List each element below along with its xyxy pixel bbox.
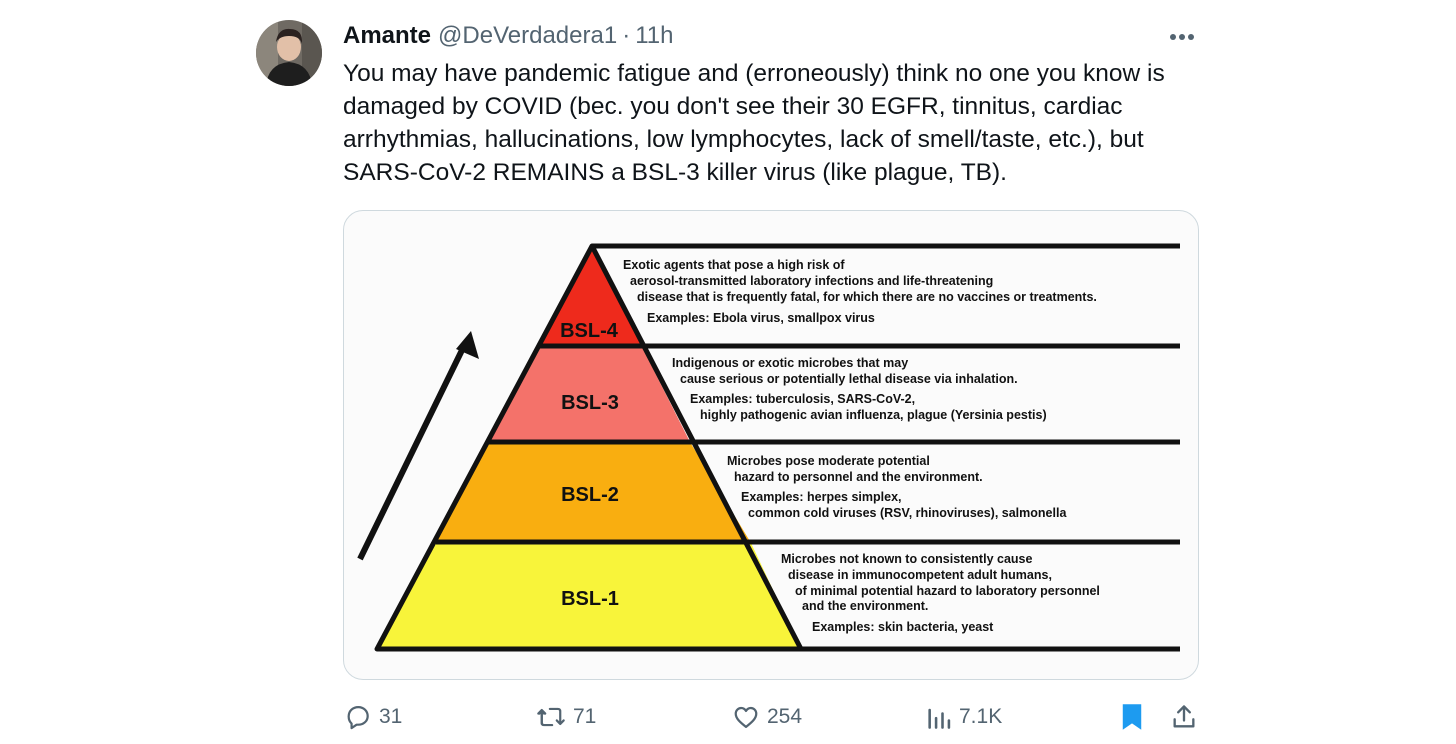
bsl-3-desc-line: cause serious or potentially lethal dise… — [680, 372, 1018, 386]
avatar-image — [256, 20, 322, 86]
bsl-3-examples: Examples: tuberculosis, SARS-CoV-2, — [690, 392, 915, 406]
bookmark-button[interactable] — [1120, 698, 1144, 736]
repost-count: 71 — [573, 705, 597, 728]
views-count: 7.1K — [959, 705, 1003, 728]
reply-button[interactable]: 31 — [344, 698, 402, 736]
tweet-time[interactable]: 11h — [635, 22, 674, 49]
bsl-2-desc-line: hazard to personnel and the environment. — [734, 470, 983, 484]
like-count: 254 — [767, 705, 803, 728]
views-icon — [928, 708, 951, 729]
author-name[interactable]: Amante — [343, 22, 432, 49]
tweet-media[interactable]: BSL-4 BSL-3 BSL-2 BSL-1 Exotic agents th… — [343, 210, 1199, 680]
bsl-1-examples: Examples: skin bacteria, yeast — [812, 620, 994, 634]
like-icon — [734, 706, 758, 729]
bsl-2-band — [436, 442, 751, 543]
bsl-3-label: BSL-3 — [561, 392, 619, 414]
bsl-3-examples: highly pathogenic avian influenza, plagu… — [700, 408, 1047, 422]
bsl-2-desc-line: Microbes pose moderate potential — [727, 454, 930, 468]
tweet-text-line: SARS-CoV-2 REMAINS a BSL-3 killer virus … — [343, 159, 1007, 186]
bsl-2-examples: common cold viruses (RSV, rhinoviruses),… — [748, 506, 1067, 520]
like-button[interactable]: 254 — [732, 698, 802, 736]
bsl-2-label: BSL-2 — [561, 484, 619, 506]
tweet-text-line: arrhythmias, hallucinations, low lymphoc… — [343, 126, 1144, 153]
bsl-4-band — [537, 246, 642, 347]
bsl-1-desc-line: disease in immunocompetent adult humans, — [788, 568, 1052, 582]
share-button[interactable] — [1170, 698, 1198, 736]
avatar[interactable] — [256, 20, 322, 86]
bsl-1-desc-line: and the environment. — [802, 599, 928, 613]
separator-dot: · — [622, 22, 631, 49]
bsl-3-band — [488, 347, 690, 442]
views-button[interactable]: 7.1K — [926, 698, 1002, 736]
reply-count: 31 — [379, 705, 403, 728]
tweet-header: Amante @DeVerdadera1 · 11h — [343, 20, 673, 52]
bsl-1-label: BSL-1 — [561, 588, 619, 610]
bsl-3-desc-line: Indigenous or exotic microbes that may — [672, 356, 908, 370]
bsl-4-desc-line: Exotic agents that pose a high risk of — [623, 258, 845, 272]
bsl-4-desc-line: disease that is frequently fatal, for wh… — [637, 290, 1097, 304]
bsl-1-band — [377, 543, 801, 649]
arrow-up-icon — [456, 331, 479, 359]
repost-button[interactable]: 71 — [536, 698, 596, 736]
bsl-1-desc-line: Microbes not known to consistently cause — [781, 552, 1032, 566]
more-button[interactable] — [1164, 24, 1200, 50]
tweet-text-line: damaged by COVID (bec. you don't see the… — [343, 93, 1123, 120]
bsl-4-desc-line: aerosol-transmitted laboratory infection… — [630, 274, 993, 288]
action-bar: 31 71 254 7.1K — [0, 698, 1456, 736]
bsl-2-examples: Examples: herpes simplex, — [741, 490, 902, 504]
author-handle[interactable]: @DeVerdadera1 — [438, 22, 618, 49]
more-icon — [1170, 34, 1194, 40]
tweet-text: You may have pandemic fatigue and (erron… — [343, 57, 1223, 189]
bsl-4-examples: Examples: Ebola virus, smallpox virus — [647, 311, 875, 325]
tweet-text-line: You may have pandemic fatigue and (erron… — [343, 60, 1165, 87]
bsl-1-desc-line: of minimal potential hazard to laborator… — [795, 584, 1100, 598]
level-lines — [377, 243, 1180, 652]
share-icon — [1173, 705, 1195, 728]
bsl-pyramid-diagram: BSL-4 BSL-3 BSL-2 BSL-1 Exotic agents th… — [357, 243, 1180, 652]
reply-icon — [347, 705, 369, 730]
bookmark-icon — [1122, 704, 1142, 730]
arrow-shaft — [357, 344, 467, 561]
repost-icon — [537, 707, 565, 727]
bsl-4-label: BSL-4 — [560, 320, 619, 342]
